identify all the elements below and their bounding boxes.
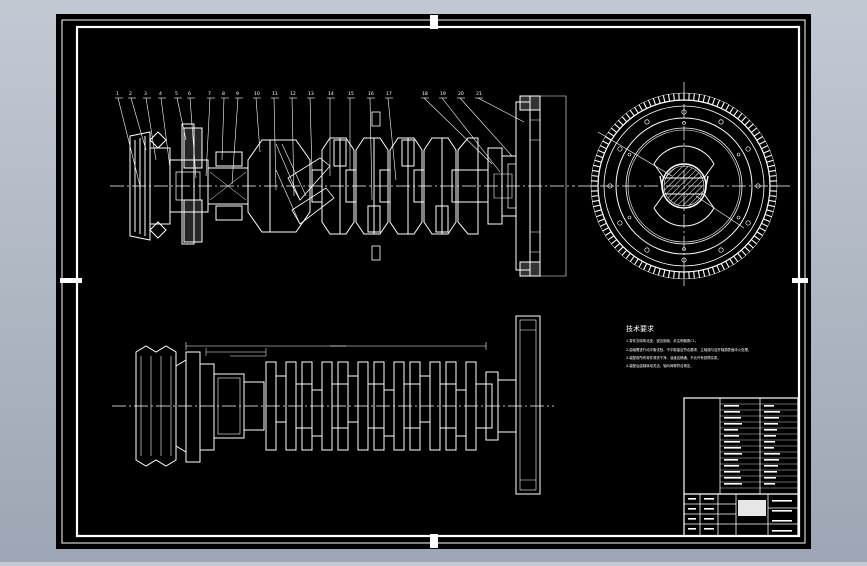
requirements-heading: 技术要求 — [626, 324, 654, 333]
gear-tooth — [694, 271, 695, 278]
part-number: 7 — [208, 91, 211, 97]
gear-tooth — [769, 196, 776, 197]
list-entry — [724, 411, 740, 413]
part-number: 8 — [222, 91, 225, 97]
part-number: 2 — [129, 91, 132, 97]
title-entry — [772, 500, 792, 502]
list-entry — [724, 405, 739, 407]
signature-entry — [688, 518, 696, 520]
list-entry — [764, 417, 779, 419]
requirement-line-1: 1.零件去除氧化皮，锐边倒钝，未注明倒角C1。 — [626, 338, 698, 343]
list-entry — [724, 471, 740, 473]
list-entry — [724, 423, 742, 425]
title-entry — [772, 510, 792, 512]
list-entry — [724, 447, 741, 449]
list-entry — [764, 441, 775, 443]
part-number: 17 — [386, 91, 392, 97]
part-number: 3 — [144, 91, 147, 97]
signature-entry — [688, 508, 696, 510]
part-number: 20 — [458, 91, 464, 97]
part-number: 15 — [348, 91, 354, 97]
list-entry — [764, 483, 775, 485]
list-entry — [764, 411, 780, 413]
list-entry — [764, 459, 779, 461]
gear-tooth — [694, 94, 695, 101]
title-entry — [772, 530, 792, 532]
gear-tooth — [674, 271, 675, 278]
signature-entry — [688, 528, 696, 530]
part-number: 12 — [290, 91, 296, 97]
part-number: 10 — [254, 91, 260, 97]
list-entry — [724, 477, 741, 479]
signature-entry — [704, 498, 714, 500]
list-entry — [764, 465, 778, 467]
list-entry — [724, 417, 741, 419]
signature-entry — [704, 528, 714, 530]
list-entry — [764, 453, 780, 455]
gear-tooth — [592, 196, 599, 197]
part-number: 14 — [328, 91, 334, 97]
requirement-line-4: 4.装配后曲轴转动灵活，轴向间隙符合规定。 — [626, 363, 694, 368]
part-number: 21 — [476, 91, 482, 97]
list-entry — [764, 447, 774, 449]
part-number: 19 — [440, 91, 446, 97]
signature-entry — [704, 508, 714, 510]
list-entry — [764, 423, 778, 425]
part-number: 9 — [236, 91, 239, 97]
part-number: 5 — [175, 91, 178, 97]
signature-entry — [688, 498, 696, 500]
part-number: 6 — [188, 91, 191, 97]
list-entry — [724, 459, 738, 461]
list-entry — [724, 429, 738, 431]
list-entry — [764, 477, 776, 479]
list-entry — [724, 441, 740, 443]
list-entry — [764, 471, 777, 473]
list-entry — [724, 453, 742, 455]
part-number: 1 — [116, 91, 119, 97]
requirement-line-3: 3.装配前所有零件清洗干净，油道应畅通，不允许有铁屑杂质。 — [626, 355, 721, 360]
signature-entry — [704, 518, 714, 520]
list-entry — [724, 435, 739, 437]
part-number: 13 — [308, 91, 314, 97]
list-entry — [764, 405, 774, 407]
gear-tooth — [592, 176, 599, 177]
part-number: 16 — [368, 91, 374, 97]
part-number: 4 — [159, 91, 162, 97]
part-number: 18 — [422, 91, 428, 97]
part-number: 11 — [272, 91, 278, 97]
list-entry — [764, 435, 776, 437]
gear-tooth — [674, 94, 675, 101]
requirement-line-2: 2.曲轴需进行动平衡试验，不平衡量应符合要求，主轴颈与连杆轴颈表面淬火处理。 — [626, 347, 751, 352]
title-entry — [772, 520, 792, 522]
list-entry — [724, 465, 739, 467]
gear-tooth — [769, 176, 776, 177]
drawing-name-cell — [738, 500, 766, 516]
list-entry — [724, 483, 742, 485]
list-entry — [764, 429, 777, 431]
